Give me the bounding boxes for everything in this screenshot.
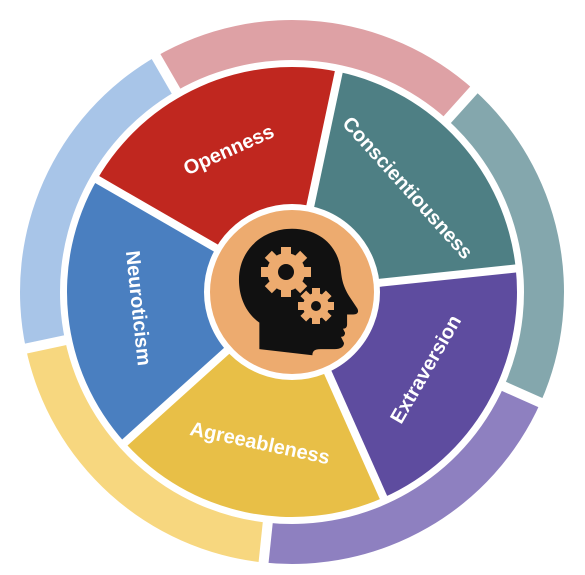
- outer-arc-agreeableness: [25, 340, 268, 563]
- segment-separators: [19, 48, 548, 569]
- outer-ring: [20, 19, 564, 564]
- outer-arc-conscientiousness: [447, 89, 564, 403]
- inner-ring: [67, 67, 517, 517]
- center-hub: [204, 204, 380, 380]
- segment-separator-conscientiousness: [305, 69, 344, 212]
- segment-extraversion: [326, 268, 517, 498]
- outer-separator-conscientiousness: [440, 82, 482, 126]
- segment-agreeableness: [124, 348, 384, 517]
- outer-arc-extraversion: [263, 386, 541, 564]
- outer-arc-neuroticism: [20, 56, 177, 349]
- outer-arc-openness: [156, 19, 475, 120]
- outer-separator-agreeableness: [257, 518, 274, 569]
- outer-separator-extraversion: [498, 380, 548, 410]
- outer-separator-neuroticism: [19, 334, 71, 355]
- segment-separator-neuroticism: [120, 344, 233, 447]
- segment-openness: [97, 67, 339, 250]
- segment-separator-openness: [93, 175, 223, 254]
- head-with-gears-icon: [238, 228, 359, 356]
- segment-separator-extraversion: [374, 264, 519, 288]
- segment-separator-agreeableness: [322, 366, 388, 502]
- segment-conscientiousness: [309, 71, 516, 284]
- outer-separator-openness: [148, 48, 183, 98]
- segment-neuroticism: [67, 179, 229, 443]
